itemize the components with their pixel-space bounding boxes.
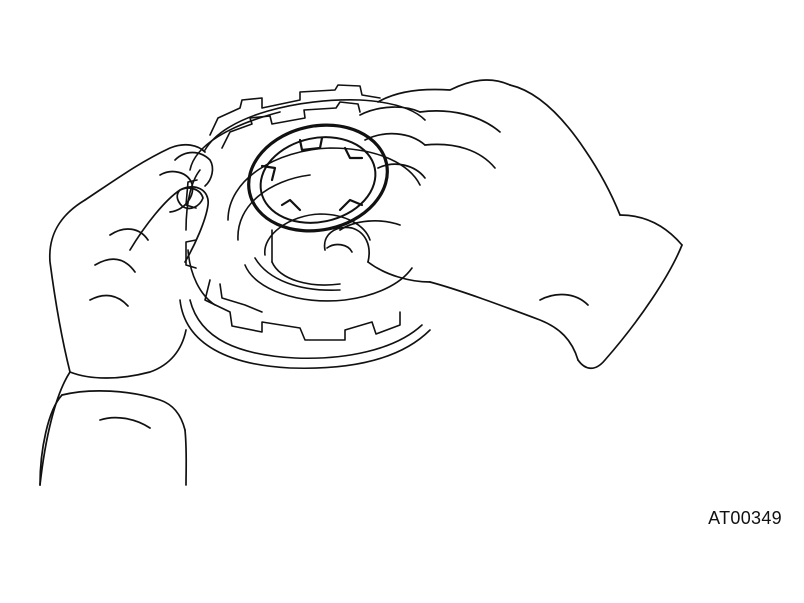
- left-hand: [39, 143, 214, 486]
- figure-code: AT00349: [708, 508, 782, 528]
- snap-ring: [247, 123, 389, 233]
- right-hand: [323, 79, 683, 370]
